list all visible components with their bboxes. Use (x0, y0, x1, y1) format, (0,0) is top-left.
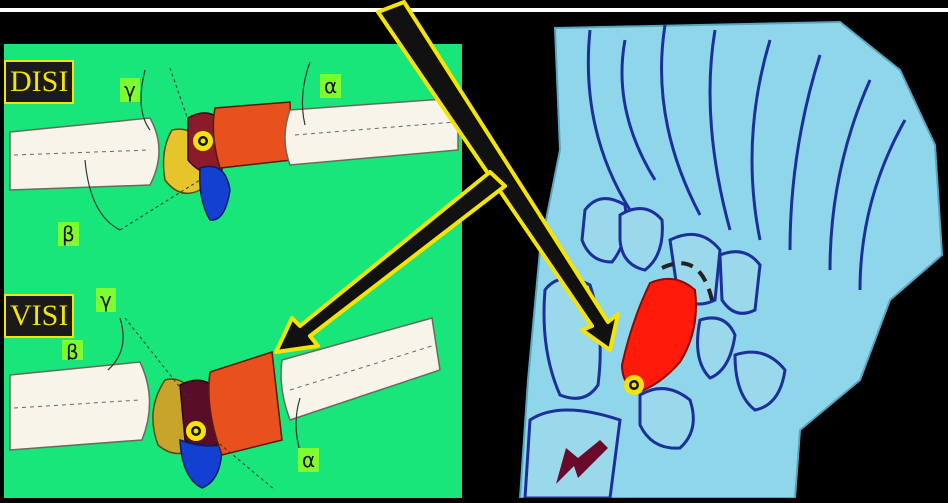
disi-label: DISI (4, 60, 74, 104)
top-white-line (0, 8, 948, 12)
visi-alpha-label: α (298, 448, 319, 472)
visi-rotation-center-dot (194, 429, 199, 434)
right-panel (520, 22, 942, 498)
disi-gamma-label: γ (120, 78, 140, 102)
visi-beta-label: β (62, 340, 83, 360)
disi-alpha-label: α (320, 74, 341, 98)
lunate-rotation-center-dot (632, 383, 637, 388)
hamate-bone (720, 252, 760, 314)
visi-label: VISI (4, 294, 74, 338)
visi-radius-bone (10, 362, 150, 450)
top-border (0, 0, 948, 8)
visi-gamma-label: γ (96, 288, 116, 312)
disi-rotation-center-dot (201, 139, 206, 144)
disi-beta-label: β (58, 222, 79, 246)
disi-capitate (213, 102, 292, 168)
